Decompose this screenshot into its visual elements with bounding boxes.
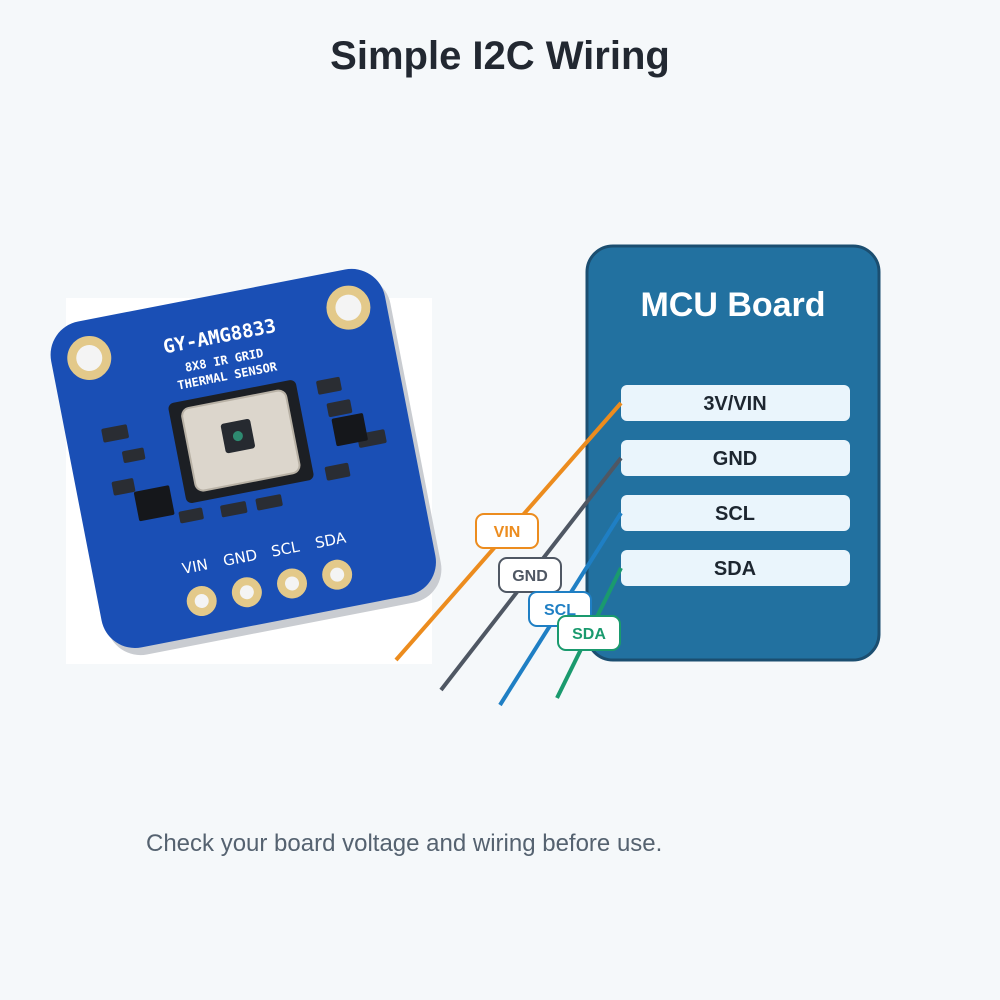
pin-label-sda: SDA: [314, 528, 349, 552]
wire-tag-label: VIN: [494, 524, 521, 541]
pin-pads: [186, 559, 353, 617]
mcu-pin-sda: [621, 550, 850, 586]
mcu-pin-3v-vin: [621, 385, 850, 421]
wire-tag-gnd: GND: [498, 557, 562, 593]
sensor-lens: [232, 431, 243, 442]
mcu-pin-label: SCL: [715, 503, 755, 525]
mcu-pin-label: SDA: [714, 558, 756, 580]
mcu-pin-gnd: [621, 440, 850, 476]
mcu-pin-scl: [621, 495, 850, 531]
mcu-pin-label: GND: [713, 448, 757, 470]
ic-left: [134, 485, 175, 522]
ic-right: [331, 413, 368, 447]
pin-label-scl: SCL: [270, 537, 302, 560]
mcu-board: MCU Board 3V/VIN GND SCL SDA: [585, 244, 881, 662]
mcu-pin-label: 3V/VIN: [703, 393, 766, 415]
mcu-title: MCU Board: [640, 286, 825, 324]
page-title: Simple I2C Wiring: [330, 34, 670, 78]
sensor-board: GY-AMG8833 8X8 IR GRID THERMAL SENSOR: [50, 268, 442, 664]
wire-tag-sda: SDA: [557, 615, 621, 651]
wire-tag-vin: VIN: [475, 513, 539, 549]
wire-tag-label: GND: [512, 568, 548, 585]
footer-note: Check your board voltage and wiring befo…: [146, 830, 663, 857]
wire-tag-label: SCL: [544, 602, 576, 619]
wire-tag-label: SDA: [572, 626, 606, 643]
pin-label-vin: VIN: [181, 555, 210, 578]
